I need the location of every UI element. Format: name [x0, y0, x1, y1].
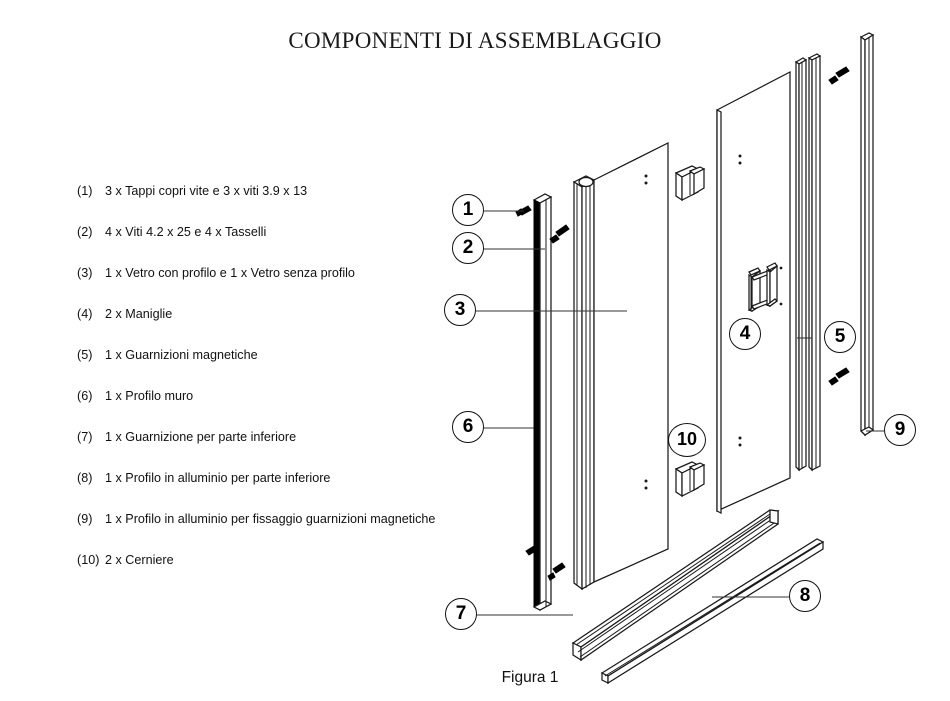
legend-number: (2): [77, 225, 93, 239]
callout-balloon-6[interactable]: 6: [452, 411, 484, 443]
callout-balloon-3[interactable]: 3: [444, 294, 476, 326]
part-bottom-gasket-7: [571, 509, 780, 662]
legend-text: 1 x Vetro con profilo e 1 x Vetro senza …: [105, 266, 355, 280]
part-magnetic-gaskets-5: [794, 53, 822, 472]
callout-balloon-9[interactable]: 9: [884, 414, 916, 446]
legend-number: (3): [77, 266, 93, 280]
leader-lines: [476, 210, 884, 616]
part-hinge-lower-10: [674, 461, 706, 498]
legend-number: (5): [77, 348, 93, 362]
legend-text: 4 x Viti 4.2 x 25 e 4 x Tasselli: [105, 225, 267, 239]
part-screws-2: [549, 224, 570, 244]
callout-balloon-5[interactable]: 5: [824, 321, 856, 353]
legend-item-9: (9) 1 x Profilo in alluminio per fissaggi…: [77, 512, 497, 553]
figure-caption: Figura 1: [501, 669, 559, 686]
callout-balloon-8[interactable]: 8: [789, 580, 821, 612]
callout-balloon-2[interactable]: 2: [452, 232, 484, 264]
legend-number: (10): [77, 553, 100, 567]
part-glass-with-profile-3: [572, 141, 669, 591]
part-bottom-aluminium-profile-8: [600, 538, 825, 685]
page-title: COMPONENTI DI ASSEMBLAGGIO: [288, 28, 662, 53]
legend-item-8: (8) 1 x Profilo in alluminio per parte in…: [77, 471, 497, 512]
part-handles-4: [747, 262, 783, 313]
callout-balloon-4[interactable]: 4: [729, 318, 761, 350]
callout-balloon-1[interactable]: 1: [452, 194, 484, 226]
legend-item-7: (7) 1 x Guarnizione per parte inferiore: [77, 430, 497, 471]
part-screws-right: [828, 66, 850, 386]
legend-number: (1): [77, 184, 93, 198]
part-hinge-upper-10: [674, 165, 706, 202]
legend-text: 1 x Guarnizione per parte inferiore: [105, 430, 297, 444]
legend-number: (6): [77, 389, 93, 403]
legend-item-10: (10) 2 x Cerniere: [77, 553, 497, 594]
legend-number: (9): [77, 512, 93, 526]
legend-item-3: (3) 1 x Vetro con profilo e 1 x Vetro sen…: [77, 266, 497, 307]
legend-text: 2 x Cerniere: [105, 553, 174, 567]
callout-balloon-10[interactable]: 10: [668, 423, 706, 457]
legend-item-2: (2) 4 x Viti 4.2 x 25 e 4 x Tasselli: [77, 225, 497, 266]
legend-number: (8): [77, 471, 93, 485]
legend-number: (7): [77, 430, 93, 444]
legend-text: 1 x Profilo muro: [105, 389, 194, 403]
legend-text: 1 x Guarnizioni magnetiche: [105, 348, 258, 362]
part-gasket-fixing-profile-9: [859, 32, 875, 437]
legend-text: 3 x Tappi copri vite e 3 x viti 3.9 x 13: [105, 184, 308, 198]
part-screws-bottom: [525, 545, 566, 581]
legend-text: 1 x Profilo in alluminio per parte infer…: [105, 471, 331, 485]
legend-text: 2 x Maniglie: [105, 307, 173, 321]
part-wall-profile-6: [532, 193, 553, 612]
legend-item-6: (6) 1 x Profilo muro: [77, 389, 497, 430]
legend-item-5: (5) 1 x Guarnizioni magnetiche: [77, 348, 497, 389]
legend-item-4: (4) 2 x Maniglie: [77, 307, 497, 348]
callout-balloon-7[interactable]: 7: [445, 598, 477, 630]
legend-text: 1 x Profilo in alluminio per fissaggio g…: [105, 512, 436, 526]
legend-number: (4): [77, 307, 93, 321]
legend-item-1: (1) 3 x Tappi copri vite e 3 x viti 3.9 x…: [77, 184, 497, 225]
parts-legend: (1) 3 x Tappi copri vite e 3 x viti 3.9 x…: [77, 184, 497, 594]
